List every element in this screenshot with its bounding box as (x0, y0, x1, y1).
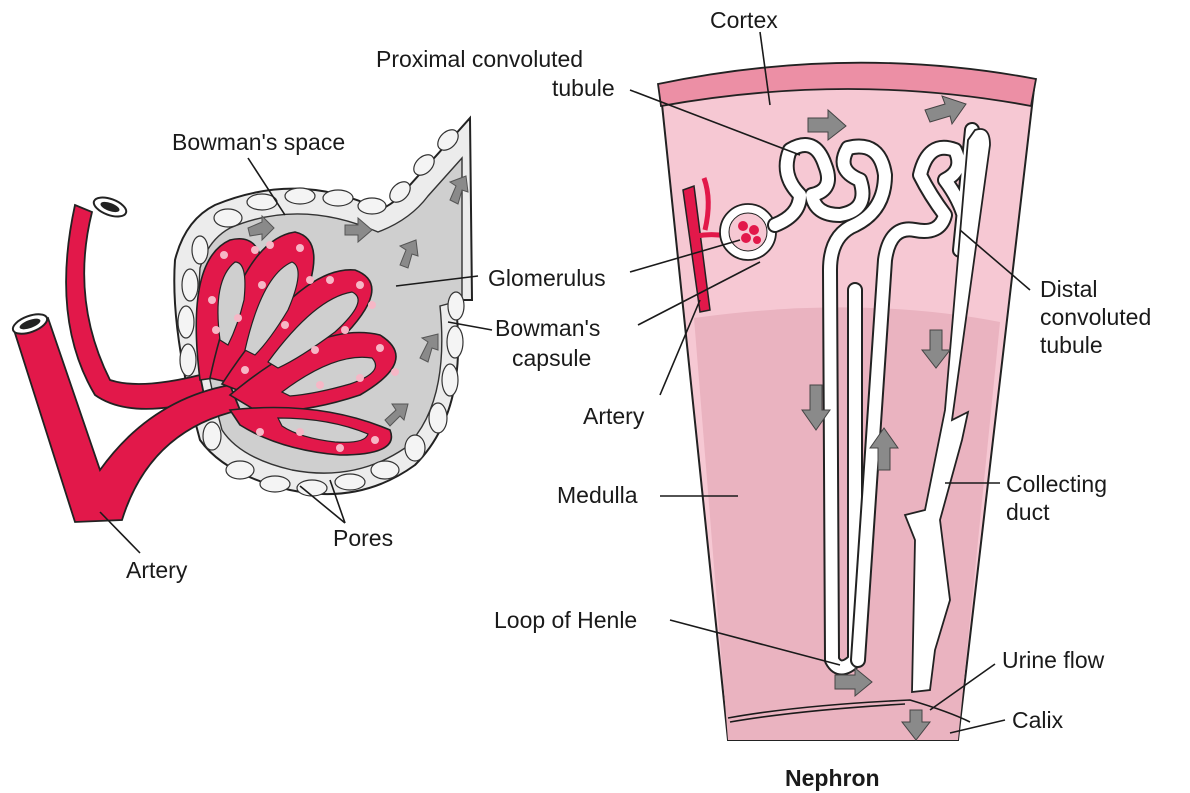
label-calix: Calix (1012, 707, 1064, 733)
label-distal-tubule-line1: Distal (1040, 276, 1098, 302)
label-artery-right: Artery (583, 403, 645, 429)
caption-nephron: Nephron (785, 765, 880, 791)
label-collecting-duct-line2: duct (1006, 499, 1050, 525)
nephron-section (658, 63, 1036, 740)
glomerulus-detail (10, 118, 472, 522)
label-urine-flow: Urine flow (1002, 647, 1105, 673)
label-proximal-tubule-line1: Proximal convoluted (376, 46, 583, 72)
label-pores: Pores (333, 525, 393, 551)
label-collecting-duct-line1: Collecting (1006, 471, 1107, 497)
label-cortex: Cortex (710, 7, 778, 33)
label-loop-of-henle: Loop of Henle (494, 607, 637, 633)
label-artery-left: Artery (126, 557, 188, 583)
label-proximal-tubule-line2: tubule (552, 75, 615, 101)
label-medulla: Medulla (557, 482, 638, 508)
label-distal-tubule-line3: tubule (1040, 332, 1103, 358)
label-distal-tubule-line2: convoluted (1040, 304, 1151, 330)
label-glomerulus: Glomerulus (488, 265, 606, 291)
label-bowmans-capsule-line1: Bowman's (495, 315, 600, 341)
label-bowmans-capsule-line2: capsule (512, 345, 591, 371)
label-bowmans-space: Bowman's space (172, 129, 345, 155)
